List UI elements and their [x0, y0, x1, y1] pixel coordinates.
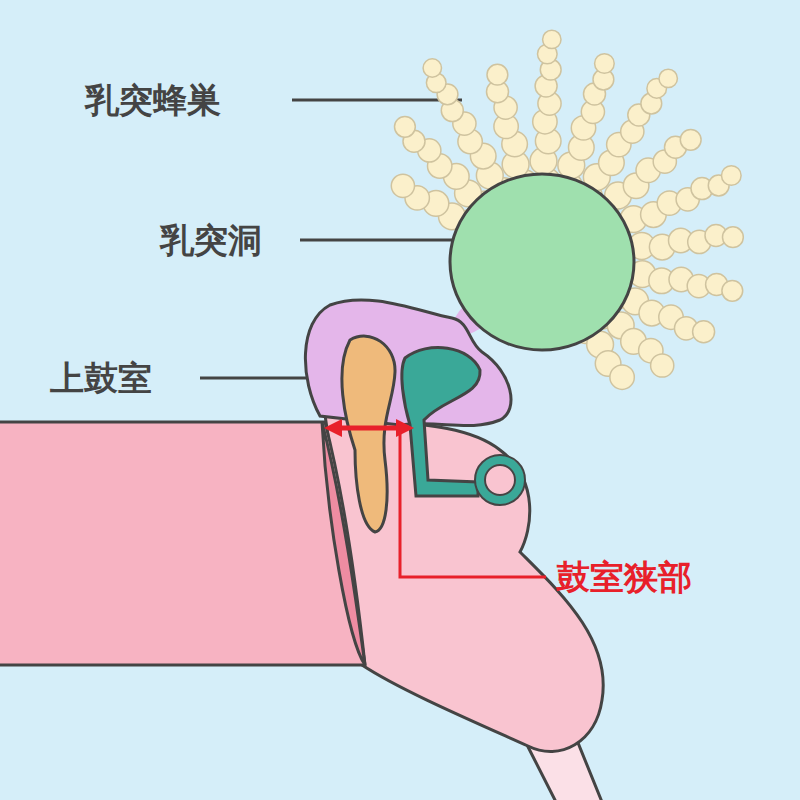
mastoid-cell: [543, 30, 561, 48]
part-label: 上鼓室: [50, 361, 152, 395]
mastoid-cell: [659, 69, 677, 87]
mastoid-cell: [680, 129, 701, 150]
mastoid-cell: [395, 116, 416, 137]
stapes-outline: [485, 465, 515, 495]
leader-line: [292, 99, 462, 102]
mastoid-cell: [722, 166, 742, 186]
mastoid-cell: [391, 174, 414, 197]
stapes-outline: [475, 455, 525, 505]
mastoid-cell: [423, 59, 441, 77]
stapes: [480, 460, 520, 500]
mastoid-cell: [595, 54, 615, 74]
mastoid-cell: [723, 227, 744, 248]
leader-line: [400, 432, 546, 577]
incus: [402, 348, 480, 496]
mastoid-cell: [693, 321, 715, 343]
isthmus-arrow: [338, 426, 400, 431]
mastoid-cell: [651, 354, 674, 377]
ear-canal: [0, 422, 365, 665]
malleus: [342, 336, 395, 532]
part-label: 乳突蜂巣: [85, 83, 221, 117]
mastoid-antrum: [450, 174, 634, 350]
mastoid-cell: [722, 280, 743, 301]
part-label: 鼓室狭部: [556, 560, 692, 594]
part-label: 乳突洞: [160, 223, 262, 257]
mastoid-cell: [487, 64, 508, 85]
arrow-head: [324, 419, 342, 437]
mastoid-cell: [610, 365, 634, 389]
